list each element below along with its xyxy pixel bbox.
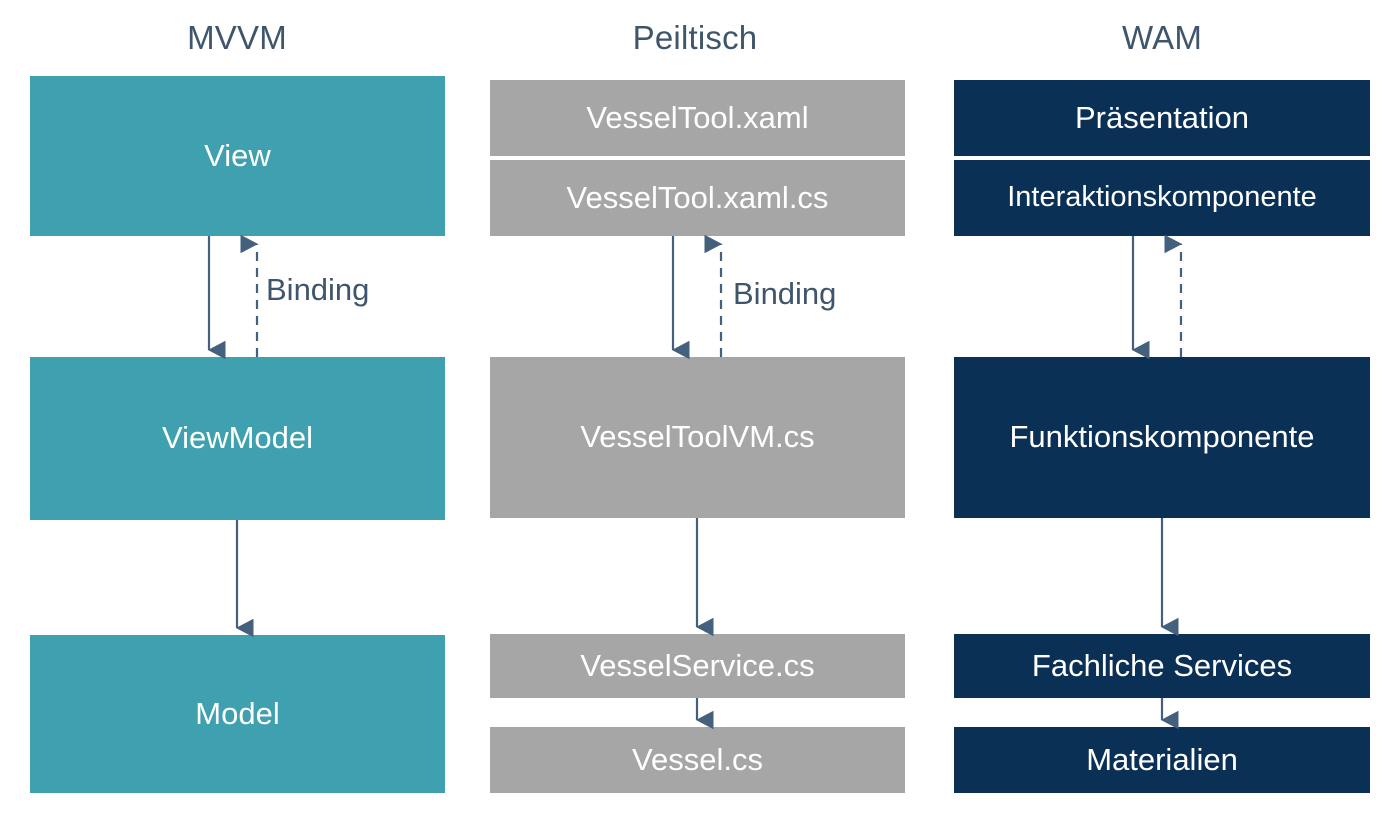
box-peiltisch-vesseltoolvm-cs[interactable]: VesselToolVM.cs [490, 357, 905, 518]
edge-label-peiltisch-binding: Binding [733, 276, 837, 311]
box-wam-materialien[interactable]: Materialien [954, 727, 1370, 793]
column-title-mvvm: MVVM [187, 19, 287, 56]
box-peiltisch-vessel-cs[interactable]: Vessel.cs [490, 727, 905, 793]
column-title-wam: WAM [1121, 19, 1203, 56]
box-mvvm-model[interactable]: Model [30, 635, 445, 793]
box-mvvm-viewmodel[interactable]: ViewModel [30, 357, 445, 520]
box-wam-funktionskomponente[interactable]: Funktionskomponente [954, 357, 1370, 518]
column-title-peiltisch: Peiltisch [632, 19, 758, 56]
box-peiltisch-vesselservice-cs[interactable]: VesselService.cs [490, 634, 905, 698]
box-wam-interaktionskomponente[interactable]: Interaktionskomponente [954, 160, 1370, 236]
box-wam-praesentation[interactable]: Präsentation [954, 80, 1370, 156]
box-peiltisch-vesseltool-xaml[interactable]: VesselTool.xaml [490, 80, 905, 156]
box-wam-fachliche-services[interactable]: Fachliche Services [954, 634, 1370, 698]
box-peiltisch-vesseltool-xaml-cs[interactable]: VesselTool.xaml.cs [490, 160, 905, 236]
edge-label-mvvm-binding: Binding [266, 272, 370, 307]
box-mvvm-view[interactable]: View [30, 76, 445, 236]
